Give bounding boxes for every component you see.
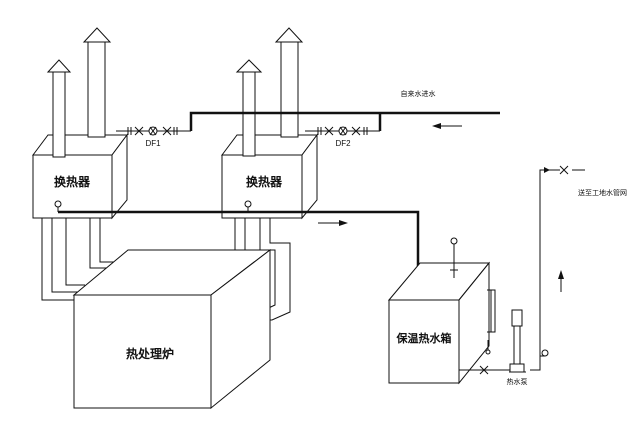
pump-label: 热水泵 [507, 377, 528, 386]
tank-gauge [450, 237, 458, 278]
thermometer-2 [244, 200, 252, 208]
furnace [72, 248, 272, 410]
flow-arrow-right [318, 220, 348, 226]
flow-arrow-up [558, 270, 564, 292]
tank-drain [485, 340, 491, 355]
level-gauge [487, 289, 496, 333]
heat-exchanger-2-label: 换热器 [246, 174, 283, 189]
pump [509, 309, 526, 373]
valve-df2-label: DF2 [335, 139, 351, 148]
valve-df1-label: DF1 [145, 139, 161, 148]
flow-arrow-left [432, 123, 462, 129]
pressure-gauge [540, 349, 549, 357]
valve-group-df2 [317, 126, 368, 136]
water-tank-label: 保温热水箱 [396, 331, 452, 345]
furnace-label: 热处理炉 [126, 346, 174, 361]
valve-group-df1 [127, 126, 178, 136]
water-tank [387, 261, 491, 385]
outlet-label: 送至工地水管网 [578, 188, 627, 197]
tap-water-label: 自来水进水 [401, 89, 436, 98]
heat-exchanger-1-label: 换热器 [54, 174, 91, 189]
thermometer-1 [54, 200, 62, 212]
